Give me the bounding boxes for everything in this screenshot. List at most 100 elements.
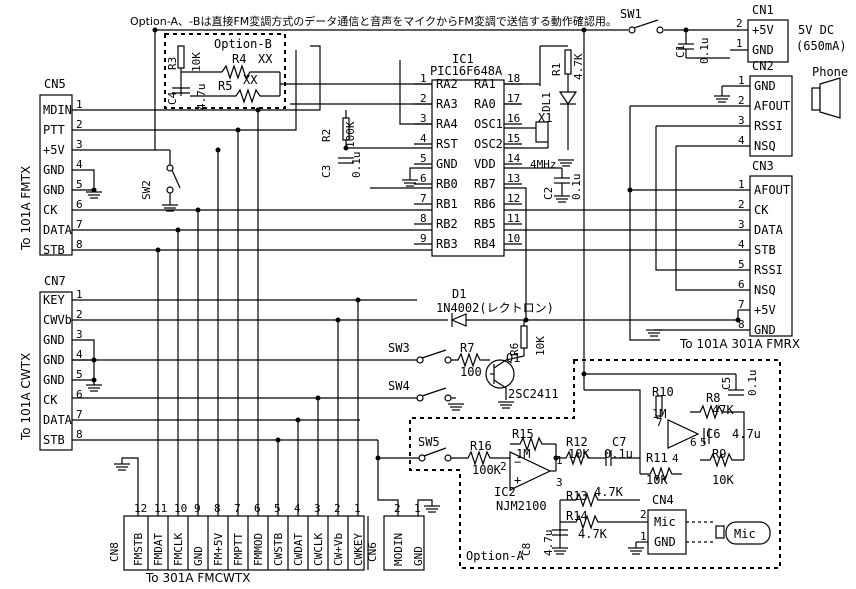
ic1-pin-label: GND bbox=[436, 157, 458, 171]
ic1-pin-number: 10 bbox=[507, 232, 520, 245]
ic1-pin-number: 3 bbox=[420, 112, 427, 125]
ic1-pin-label: RB7 bbox=[474, 177, 496, 191]
cn6-pin-label: MODIN bbox=[392, 533, 405, 566]
cn8-pin-number: 11 bbox=[154, 502, 167, 515]
ic1-pin-label: RA4 bbox=[436, 117, 458, 131]
ic1-pin-label: VDD bbox=[474, 157, 496, 171]
cn6-pin-number: 2 bbox=[394, 502, 401, 515]
cn1-ref: CN1 bbox=[752, 3, 774, 17]
cn1-pin-num: 2 bbox=[736, 17, 743, 30]
cn5-ref: CN5 bbox=[44, 77, 66, 91]
cn8-pin-label: CWKEY bbox=[352, 533, 365, 566]
mic-label: Mic bbox=[734, 527, 756, 541]
ic1-pin-number: 11 bbox=[507, 212, 520, 225]
r3-label: R3 bbox=[166, 57, 179, 70]
r10-label: R10 bbox=[652, 385, 674, 399]
pin-3: 3 bbox=[556, 476, 563, 489]
cn7-pin-label: CK bbox=[43, 393, 58, 407]
cn3-pin-number: 5 bbox=[738, 258, 745, 271]
cn3-pin-number: 1 bbox=[738, 178, 745, 191]
sw2-label: SW2 bbox=[140, 180, 153, 200]
cn8-pin-label: FM+5V bbox=[212, 533, 225, 566]
cn5-pin-label: GND bbox=[43, 183, 65, 197]
ic1-pin-label: RB3 bbox=[436, 237, 458, 251]
cn5-pin-number: 8 bbox=[76, 238, 83, 251]
cn3-pin-label: +5V bbox=[754, 303, 776, 317]
cn3-connector bbox=[749, 175, 793, 337]
cn3-pin-number: 2 bbox=[738, 198, 745, 211]
r11-label: R11 bbox=[646, 451, 668, 465]
ic1-pin-number: 7 bbox=[420, 192, 427, 205]
cn2-pin-label: NSQ bbox=[754, 139, 776, 153]
ic1-pin-number: 17 bbox=[507, 92, 520, 105]
cn7-pin-number: 4 bbox=[76, 348, 83, 361]
cn4-pin-num: 2 bbox=[640, 508, 647, 521]
c3-value: 0.1u bbox=[350, 152, 363, 179]
c5-value: 0.1u bbox=[746, 370, 759, 397]
ic2-ref: IC2 bbox=[494, 485, 516, 499]
cn3-ref: CN3 bbox=[752, 159, 774, 173]
r9-resistor bbox=[700, 452, 744, 468]
ic1-pin-number: 5 bbox=[420, 152, 427, 165]
r9-label: R9 bbox=[712, 447, 726, 461]
cn3-pin-number: 6 bbox=[738, 278, 745, 291]
cn8-pin-label: FMCLK bbox=[172, 533, 185, 566]
ic1-pin-label: RA0 bbox=[474, 97, 496, 111]
x1-crystal bbox=[535, 121, 549, 143]
cn3-pin-label: STB bbox=[754, 243, 776, 257]
r4-resistor bbox=[221, 64, 280, 80]
wiring bbox=[72, 30, 750, 548]
cn3-pin-label: GND bbox=[754, 323, 776, 337]
sw5-switch bbox=[423, 447, 447, 457]
cn3-side-label: To 101A 301A FMRX bbox=[679, 337, 800, 351]
r2-resistor bbox=[342, 117, 350, 141]
cn7-pin-label: GND bbox=[43, 373, 65, 387]
ground-symbols bbox=[86, 95, 730, 555]
ic1-pin-label: OSC1 bbox=[474, 117, 503, 131]
cn5-pin-number: 3 bbox=[76, 138, 83, 151]
cn1-current: (650mA) bbox=[796, 39, 847, 53]
r6-resistor bbox=[520, 325, 528, 349]
r13-resistor bbox=[560, 492, 616, 508]
d1-label: D1 bbox=[452, 287, 466, 301]
r15-resistor bbox=[510, 436, 556, 452]
r9-value: 10K bbox=[712, 473, 734, 487]
r12-value: 10K bbox=[568, 447, 590, 461]
r16-value: 100K bbox=[472, 463, 502, 477]
cn6-pin-label: GND bbox=[412, 546, 425, 566]
r3-value: 10K bbox=[190, 52, 203, 72]
cn3-pin-label: NSQ bbox=[754, 283, 776, 297]
pin-5: 5 bbox=[700, 436, 707, 449]
ic1-ref: IC1 bbox=[452, 52, 474, 66]
x1-value: 4MHz bbox=[530, 158, 557, 171]
cn2-ref: CN2 bbox=[752, 59, 774, 73]
cn3-pin-label: CK bbox=[754, 203, 769, 217]
cn5-pin-number: 1 bbox=[76, 98, 83, 111]
cn8-pin-number: 3 bbox=[314, 502, 321, 515]
r13-value: 4.7K bbox=[594, 485, 624, 499]
cn7-connector bbox=[39, 291, 73, 451]
pin-4: 4 bbox=[672, 452, 679, 465]
c8-value: 4.7u bbox=[542, 530, 555, 557]
ic1-pin-number: 14 bbox=[507, 152, 521, 165]
r14-label: R14 bbox=[566, 509, 588, 523]
cn8-pin-label: CWCLK bbox=[312, 533, 325, 566]
r13-label: R13 bbox=[566, 489, 588, 503]
c3-label: C3 bbox=[320, 165, 333, 178]
cn3-pin-number: 3 bbox=[738, 218, 745, 231]
sw1-switch bbox=[633, 19, 659, 29]
cn6-pin-number: 1 bbox=[414, 502, 421, 515]
cn4-pin-num: 1 bbox=[640, 530, 647, 543]
cn5-pin-label: GND bbox=[43, 163, 65, 177]
cn8-connector bbox=[123, 515, 365, 571]
c8-label: C8 bbox=[520, 543, 533, 556]
r5-label: R5 bbox=[218, 79, 232, 93]
pin-6: 6 bbox=[690, 436, 697, 449]
sw3-switch bbox=[421, 349, 447, 359]
mic-icon bbox=[715, 525, 725, 539]
cn7-pin-label: GND bbox=[43, 333, 65, 347]
ic1-pin-number: 6 bbox=[420, 172, 427, 185]
cn8-ref: CN8 bbox=[108, 542, 121, 562]
ic2-opamp bbox=[509, 451, 552, 491]
